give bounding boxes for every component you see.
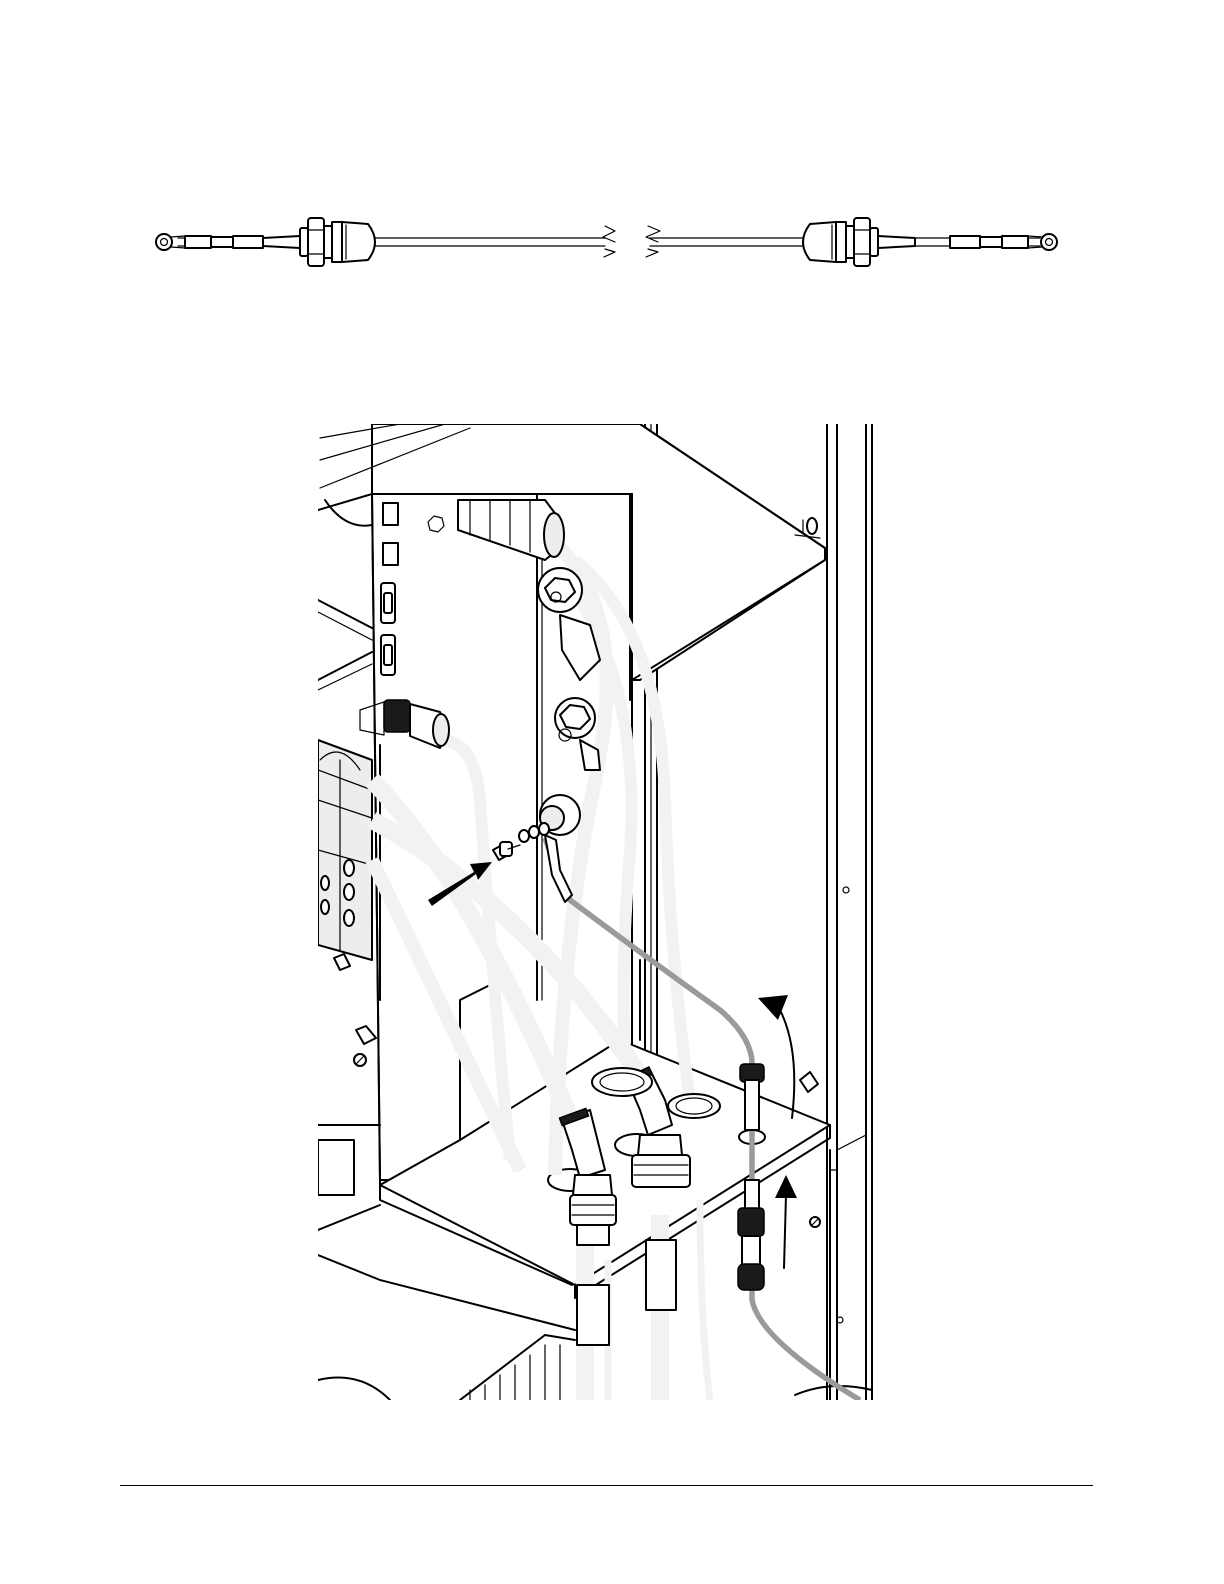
cable-gland-lower-installed — [738, 1180, 764, 1290]
terminal-block-left — [318, 740, 376, 1066]
footer-rule — [120, 1485, 1093, 1486]
arrow-route-up-straight — [775, 1175, 797, 1268]
